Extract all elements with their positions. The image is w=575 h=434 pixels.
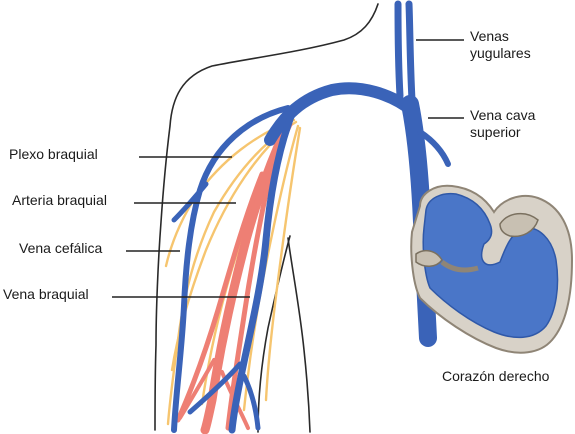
label-vena-cava-line1: Vena cava [470, 107, 536, 123]
label-vena-cava-superior: Vena cava superior [470, 107, 535, 141]
body-outline [154, 3, 379, 433]
right-heart [410, 184, 574, 354]
label-arteria-braquial: Arteria braquial [12, 192, 107, 208]
label-vena-braquial: Vena braquial [3, 286, 89, 302]
heart-valve-top [499, 212, 539, 238]
label-venas-yugulares-line2: yugulares [470, 45, 531, 61]
label-corazon-derecho: Corazón derecho [442, 368, 550, 384]
label-vena-cava-line2: superior [470, 124, 521, 140]
label-plexo-braquial: Plexo braquial [9, 146, 98, 162]
artery-main [200, 119, 293, 434]
leader-lines [112, 39, 464, 298]
artery-branch-3 [178, 358, 216, 420]
inner-arm-outline [257, 235, 291, 433]
inner-arm-outline-2 [287, 237, 311, 433]
label-vena-cefalica: Vena cefálica [19, 240, 103, 256]
nerve-5 [264, 126, 302, 402]
cephalic-vein-branch [171, 181, 209, 223]
heart-septum [440, 259, 479, 273]
vena-cava-branch [417, 129, 451, 167]
jugular-vein-left [394, 0, 404, 100]
subclavian-vein [264, 82, 420, 146]
jugular-vein-right [405, 0, 416, 104]
brachial-artery [175, 119, 293, 434]
cephalic-vein [171, 105, 291, 433]
brachial-vein [228, 110, 296, 434]
artery-branch-1 [175, 171, 265, 423]
brachial-vein-branch-1 [187, 361, 243, 415]
shoulder-outline [154, 3, 379, 431]
heart-valve-left [415, 249, 443, 267]
label-venas-yugulares-line1: Venas [470, 28, 509, 44]
label-venas-yugulares: Venas yugulares [470, 28, 531, 62]
brachial-vein-branch-2 [241, 373, 261, 431]
nerve-1 [166, 120, 298, 426]
